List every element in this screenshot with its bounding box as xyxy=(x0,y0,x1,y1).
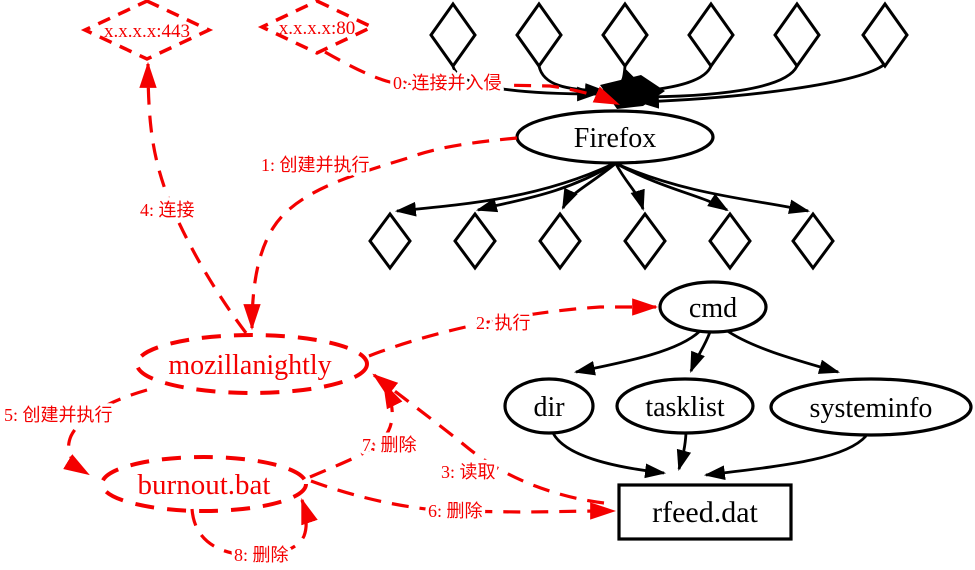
dir-ellipse xyxy=(503,377,595,435)
edge-2-path xyxy=(368,298,659,358)
firefox-to-socket-edge xyxy=(614,163,645,212)
firefox-to-socket-edge xyxy=(475,162,615,213)
edge-2-label: 2: 执行 xyxy=(476,313,531,333)
socket-to-firefox-edge xyxy=(631,65,799,105)
firefox-fanout-edges xyxy=(394,162,811,217)
edge-2-execute xyxy=(368,298,659,358)
socket-diamond xyxy=(368,211,412,271)
ip443-diamond xyxy=(80,0,214,61)
node-ip443: x.x.x.x:443 xyxy=(80,0,214,61)
edge-4-path xyxy=(139,61,248,334)
cmd-subtree-edges xyxy=(551,328,868,481)
systeminfo-to-rfeed-edge xyxy=(703,435,868,481)
socket-diamond xyxy=(429,1,477,69)
edge-8-label: 8: 删除 xyxy=(234,545,289,565)
node-mozillanightly: mozillanightly xyxy=(135,333,369,395)
edge-1-path xyxy=(243,136,518,331)
edge-7-path xyxy=(309,382,403,479)
edge-6-label: 6: 删除 xyxy=(428,501,483,521)
edge-4-label: 4: 连接 xyxy=(140,200,195,220)
ip80-diamond xyxy=(257,0,377,55)
mozillanightly-ellipse xyxy=(135,333,369,395)
edge-8-delete-self xyxy=(190,497,318,557)
edge-4-connect xyxy=(139,61,248,334)
node-systeminfo: systeminfo xyxy=(769,377,973,437)
edge-3-path xyxy=(372,373,605,505)
socket-diamond xyxy=(687,1,735,69)
firefox-to-socket-edge xyxy=(561,162,616,210)
edge-6-path xyxy=(310,479,617,520)
socket-diamond xyxy=(453,211,497,271)
firefox-label: Firefox xyxy=(574,123,656,154)
edge-0-path xyxy=(324,50,620,106)
node-burnout: burnout.bat xyxy=(100,455,308,513)
firefox-to-socket-edge xyxy=(394,162,614,217)
systeminfo-ellipse xyxy=(769,377,973,437)
edge-labels: 0: 连接并入侵 1: 创建并执行 2: 执行 3: 读取 4: 连接 5: 创… xyxy=(1,70,535,569)
socket-diamond xyxy=(601,1,649,69)
edge-7-label: 7: 删除 xyxy=(362,435,417,455)
node-rfeed: rfeed.dat xyxy=(617,483,793,541)
edge-0-label: 0: 连接并入侵 xyxy=(393,73,502,93)
cmd-to-systeminfo-edge xyxy=(725,328,841,374)
socket-diamond xyxy=(515,1,563,69)
node-ip80: x.x.x.x:80 xyxy=(257,0,377,55)
cmd-label: cmd xyxy=(689,293,737,324)
cmd-ellipse xyxy=(658,280,768,334)
socket-to-firefox-edge xyxy=(451,65,599,102)
edge-0-connect-intrude xyxy=(324,50,620,106)
edge-8-path xyxy=(190,497,318,557)
node-dir: dir xyxy=(503,377,595,435)
systeminfo-label: systeminfo xyxy=(810,393,933,424)
socket-diamond xyxy=(861,1,909,69)
firefox-to-socket-edge xyxy=(616,162,811,214)
edge-5-create-execute xyxy=(63,388,148,476)
mozillanightly-label: mozillanightly xyxy=(168,350,331,381)
socket-diamond xyxy=(773,1,821,69)
arrowhead-cluster xyxy=(600,75,665,109)
node-tasklist: tasklist xyxy=(615,377,755,435)
burnout-label: burnout.bat xyxy=(138,469,271,501)
lower-socket-diamonds xyxy=(368,211,835,271)
node-cmd: cmd xyxy=(658,280,768,334)
cmd-to-dir-edge xyxy=(573,329,701,376)
burnout-ellipse xyxy=(100,455,308,513)
socket-diamond xyxy=(623,211,667,271)
tasklist-label: tasklist xyxy=(645,392,725,423)
socket-diamond xyxy=(791,211,835,271)
socket-to-firefox-edge xyxy=(637,62,886,109)
tasklist-ellipse xyxy=(615,377,755,435)
top-socket-edges xyxy=(451,62,886,109)
edge-1-label: 1: 创建并执行 xyxy=(261,155,370,175)
dir-to-rfeed-edge xyxy=(551,432,667,479)
edge-3-read xyxy=(372,373,605,505)
tasklist-to-rfeed-edge xyxy=(676,432,692,472)
top-socket-diamonds xyxy=(429,1,909,69)
edge-1-create-execute xyxy=(243,136,518,331)
edge-5-path xyxy=(63,388,148,476)
dir-label: dir xyxy=(533,392,565,423)
edge-7-delete xyxy=(309,382,403,479)
node-firefox: Firefox xyxy=(515,109,715,165)
rfeed-box xyxy=(617,483,793,541)
socket-diamond xyxy=(708,211,752,271)
ip80-label: x.x.x.x:80 xyxy=(279,18,356,39)
rfeed-label: rfeed.dat xyxy=(652,496,758,529)
edge-5-label: 5: 创建并执行 xyxy=(4,405,113,425)
cmd-to-tasklist-edge xyxy=(689,331,712,373)
edge-3-label: 3: 读取 xyxy=(441,462,496,482)
edge-6-delete xyxy=(310,479,617,520)
ip443-label: x.x.x.x:443 xyxy=(104,21,190,42)
socket-diamond xyxy=(538,211,582,271)
firefox-ellipse xyxy=(515,109,715,165)
